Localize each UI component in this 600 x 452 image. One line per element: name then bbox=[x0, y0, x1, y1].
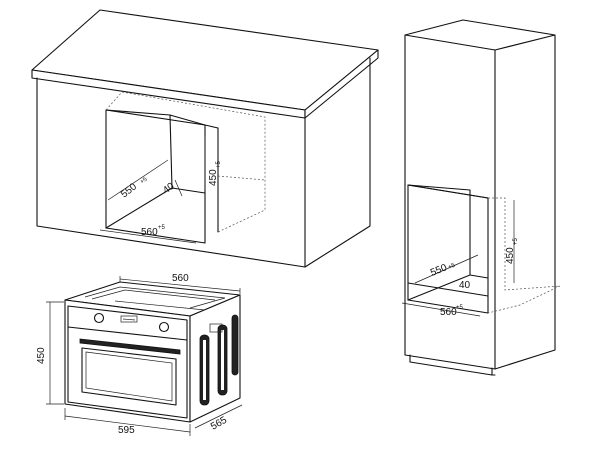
left-knob bbox=[93, 312, 105, 324]
tall-depth-tol: +5 bbox=[448, 262, 457, 270]
tall-height-label: 450 bbox=[505, 247, 516, 264]
tall-depth-label: 550 bbox=[429, 262, 449, 279]
oven-depth-label: 565 bbox=[209, 415, 229, 433]
oven-front-width-label: 595 bbox=[118, 425, 135, 436]
oven-height-label: 450 bbox=[36, 347, 47, 364]
tall-gap-label: 40 bbox=[459, 280, 471, 291]
wall-depth-tol: +5 bbox=[140, 176, 150, 185]
display bbox=[120, 315, 138, 323]
wall-height-label: 450 bbox=[208, 169, 219, 186]
door-handle bbox=[79, 338, 181, 355]
oven-top-width-label: 560 bbox=[172, 273, 189, 284]
wall-cabinet: 550 +5 40 450 +5 560 +5 bbox=[31, 9, 379, 268]
tall-width-label: 560 bbox=[440, 307, 457, 318]
tall-cabinet: 550 +5 40 450 +5 560 +5 bbox=[401, 19, 561, 376]
right-knob bbox=[158, 321, 170, 333]
wall-width-label: 560 bbox=[141, 227, 158, 238]
oven: 560 450 595 565 bbox=[36, 273, 243, 436]
wall-width-tol: +5 bbox=[158, 225, 166, 231]
tall-width-tol: +5 bbox=[456, 305, 464, 311]
wall-depth-label: 550 bbox=[119, 181, 139, 200]
tall-height-tol: +5 bbox=[513, 237, 519, 245]
wall-height-tol: +5 bbox=[216, 160, 222, 168]
wall-gap-label: 40 bbox=[161, 181, 177, 197]
side-vent-3 bbox=[231, 314, 239, 376]
